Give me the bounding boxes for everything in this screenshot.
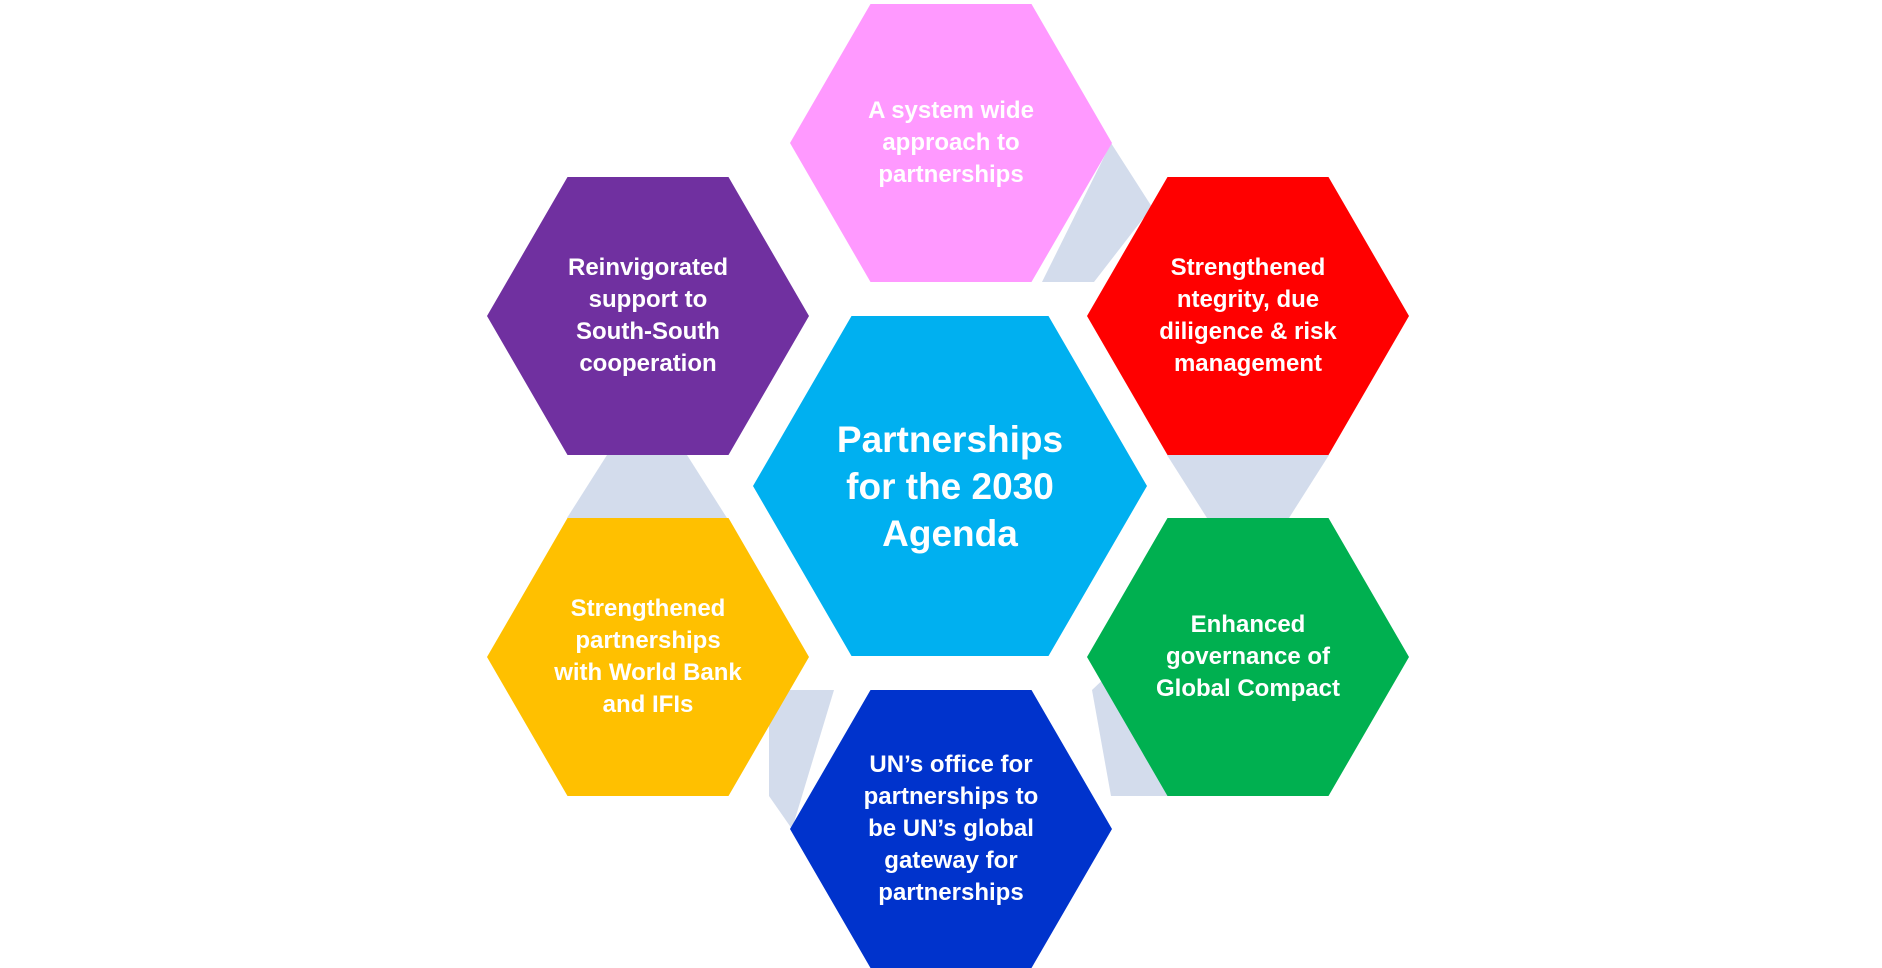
hexagon-world-bank-ifis: Strengthened partnerships with World Ban… [487, 518, 809, 796]
hexagon-label: Reinvigorated support to South-South coo… [567, 254, 729, 377]
hexagon-label: Strengthened ntegrity, due diligence & r… [1159, 254, 1337, 377]
hexagon-label: Enhanced governance of Global Compact [1155, 611, 1341, 702]
connector-bottom-left [769, 690, 834, 829]
hexagon-south-south-cooperation: Reinvigorated support to South-South coo… [487, 177, 809, 455]
connector-top-right [1042, 143, 1152, 282]
hexagon-label: UN’s office for partnerships to be UN’s … [863, 751, 1039, 906]
hexagon-label: Strengthened partnerships with World Ban… [554, 595, 742, 718]
connector-left [567, 455, 727, 518]
connector-right [1167, 455, 1329, 518]
center-title: Partnerships for the 2030 Agenda [836, 418, 1064, 554]
hexagon-label: A system wide approach to partnerships [868, 97, 1034, 188]
